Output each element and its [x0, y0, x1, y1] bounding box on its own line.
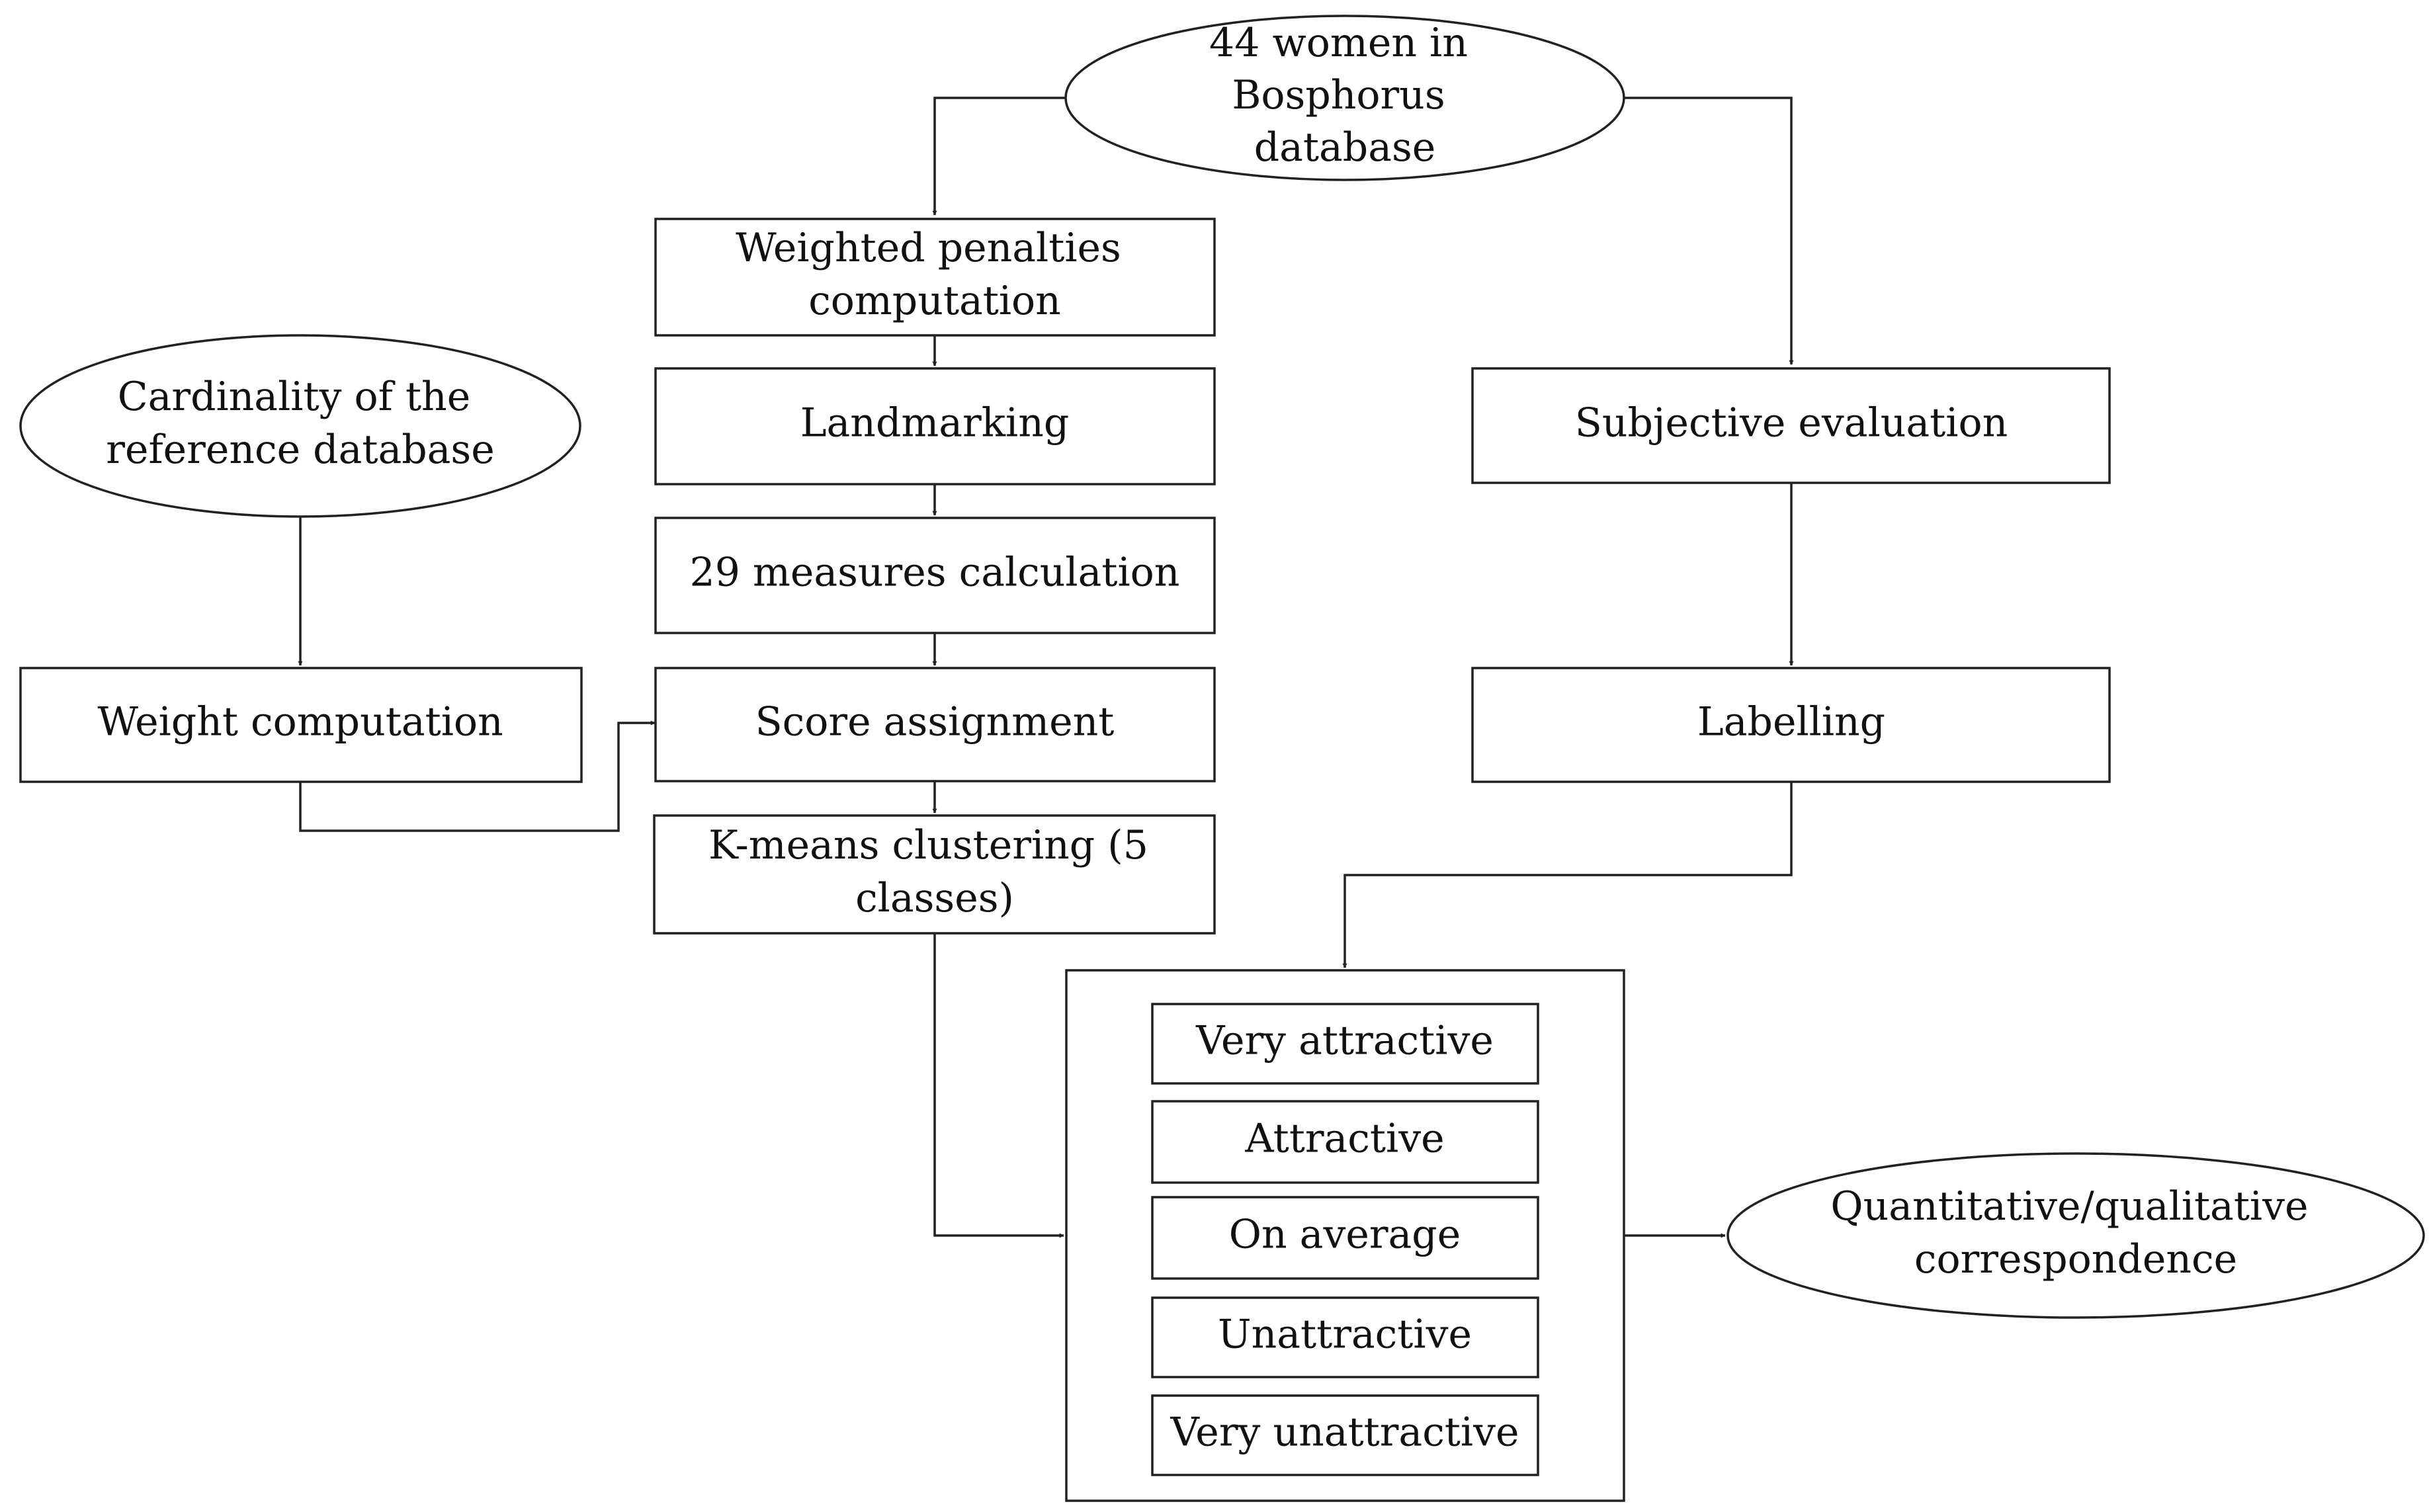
arrow-bosphorus-to-subjective-evaluation — [1624, 97, 1794, 365]
node-bosphorus-line-2: Bosphorus — [1232, 72, 1445, 118]
node-bosphorus-line-3: database — [1254, 124, 1436, 171]
class-box-very-attractive — [1151, 1003, 1539, 1085]
class-box-attractive — [1151, 1100, 1539, 1184]
node-weight-computation-box — [19, 667, 583, 783]
arrow-bosphorus-to-weighted-penalties — [932, 97, 1066, 216]
node-kmeans-label: K-means clustering (5 classes) — [708, 822, 1161, 921]
node-correspondence-line-2: correspondence — [1914, 1236, 2237, 1282]
node-weighted-penalties-line-1: Weighted penalties — [736, 225, 1121, 271]
class-label-very-attractive: Very attractive — [1195, 1018, 1494, 1064]
node-cardinality-label: Cardinality of the reference database — [106, 374, 494, 473]
node-weighted-penalties-line-2: computation — [808, 278, 1061, 324]
class-box-very-unattractive — [1151, 1394, 1539, 1476]
node-kmeans-line-2: classes) — [855, 875, 1014, 921]
node-cardinality-line-1: Cardinality of the — [118, 374, 471, 420]
node-landmarking-label: Landmarking — [800, 400, 1070, 446]
node-labelling-box — [1471, 667, 2111, 783]
node-score-label: Score assignment — [755, 699, 1115, 745]
shapes — [19, 15, 2425, 1502]
arrow-weight-to-score — [299, 720, 656, 832]
node-labelling-label: Labelling — [1697, 699, 1885, 745]
node-landmarking-box — [654, 367, 1216, 485]
node-kmeans-line-1: K-means clustering (5 — [708, 822, 1148, 868]
class-box-unattractive — [1151, 1296, 1539, 1378]
node-measures-box — [654, 517, 1216, 634]
labels: 44 women in Bosphorus database Weighted … — [97, 20, 2321, 1456]
class-box-on-average — [1151, 1196, 1539, 1280]
connectors — [298, 97, 1794, 1238]
node-correspondence-label: Quantitative/qualitative correspondence — [1830, 1183, 2321, 1282]
node-subjective-label: Subjective evaluation — [1575, 400, 2008, 446]
class-label-unattractive: Unattractive — [1218, 1312, 1472, 1358]
node-score-box — [654, 667, 1216, 782]
node-weighted-penalties-label: Weighted penalties computation — [736, 225, 1134, 324]
node-bosphorus-label: 44 women in Bosphorus database — [1209, 20, 1480, 171]
node-bosphorus-ellipse — [1064, 15, 1625, 181]
class-label-attractive: Attractive — [1244, 1116, 1444, 1162]
arrow-labelling-to-classes — [1342, 782, 1793, 968]
node-kmeans-box — [653, 814, 1216, 935]
node-bosphorus-line-1: 44 women in — [1209, 20, 1468, 66]
node-correspondence-line-1: Quantitative/qualitative — [1830, 1183, 2308, 1230]
class-label-on-average: On average — [1229, 1212, 1461, 1258]
node-cardinality-ellipse — [19, 334, 581, 518]
node-subjective-box — [1471, 367, 2111, 484]
node-measures-label: 29 measures calculation — [690, 550, 1180, 596]
class-label-very-unattractive: Very unattractive — [1170, 1409, 1519, 1456]
node-weighted-penalties-box — [654, 218, 1216, 337]
node-weight-computation-label: Weight computation — [97, 699, 503, 745]
node-cardinality-line-2: reference database — [106, 427, 494, 473]
arrow-kmeans-to-classes — [933, 933, 1064, 1238]
node-correspondence-ellipse — [1726, 1152, 2425, 1319]
